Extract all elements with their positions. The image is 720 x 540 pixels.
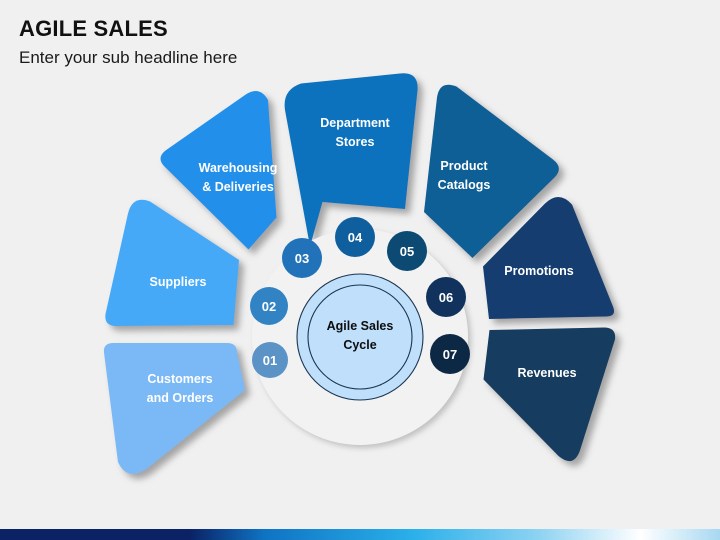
number-text-07: 07	[443, 347, 457, 362]
petal-promotions[interactable]: Promotions	[483, 196, 615, 319]
number-text-01: 01	[263, 353, 277, 368]
petal-customers-and-orders[interactable]: Customers and Orders	[103, 343, 245, 474]
petal-label-suppliers-line1: Suppliers	[150, 275, 207, 289]
number-bubble-05[interactable]: 05	[387, 231, 427, 271]
petal-warehousing-deliveries[interactable]: Warehousing & Deliveries	[160, 91, 277, 250]
number-text-02: 02	[262, 299, 276, 314]
hub-label-line2: Cycle	[343, 338, 376, 352]
number-bubble-group: 01 02 03 04 05 06	[250, 217, 470, 378]
petal-shape-customers	[103, 343, 245, 474]
number-text-06: 06	[439, 290, 453, 305]
hub-group[interactable]: Agile Sales Cycle	[296, 273, 424, 401]
petal-shape-department-stores	[284, 73, 418, 247]
petal-label-warehousing-line1: Warehousing	[199, 161, 278, 175]
number-circle-04	[335, 217, 375, 257]
number-bubble-06[interactable]: 06	[426, 277, 466, 317]
number-bubble-01[interactable]: 01	[252, 342, 288, 378]
petal-label-customers-line1: Customers	[147, 372, 212, 386]
petal-shape-product-catalogs	[424, 84, 559, 258]
petal-shape-warehousing	[160, 91, 277, 250]
number-text-04: 04	[348, 230, 363, 245]
number-circle-06	[426, 277, 466, 317]
petal-shape-promotions	[483, 196, 615, 319]
petal-label-catalogs-line1: Product	[440, 159, 488, 173]
petal-revenues[interactable]: Revenues	[483, 327, 616, 462]
petal-label-department-line2: Stores	[336, 135, 375, 149]
petal-label-warehousing-line2: & Deliveries	[202, 180, 274, 194]
number-text-05: 05	[400, 244, 414, 259]
number-circle-05	[387, 231, 427, 271]
number-bubble-04[interactable]: 04	[335, 217, 375, 257]
footer-segment-gradient	[190, 529, 720, 540]
hub-inner-circle	[307, 284, 413, 390]
petal-label-revenues-line1: Revenues	[517, 366, 576, 380]
number-circle-03	[282, 238, 322, 278]
petal-label-department-line1: Department	[320, 116, 390, 130]
petal-shape-revenues	[483, 327, 616, 462]
page-subtitle: Enter your sub headline here	[19, 48, 238, 67]
petal-group: Customers and Orders Suppliers Warehousi…	[103, 73, 616, 474]
number-bubble-03[interactable]: 03	[282, 238, 322, 278]
number-bubble-02[interactable]: 02	[250, 287, 288, 325]
footer-segment-navy	[0, 529, 190, 540]
footer-gradient-bar	[0, 529, 720, 540]
petal-department-stores[interactable]: Department Stores	[284, 73, 418, 247]
page-title: AGILE SALES	[19, 16, 168, 41]
petal-suppliers[interactable]: Suppliers	[105, 199, 239, 326]
petal-label-promotions-line1: Promotions	[504, 264, 573, 278]
petal-label-customers-line2: and Orders	[147, 391, 214, 405]
number-circle-01	[252, 342, 288, 378]
hub-label-line1: Agile Sales	[327, 319, 394, 333]
petal-shape-suppliers	[105, 199, 239, 326]
number-text-03: 03	[295, 251, 309, 266]
number-circle-02	[250, 287, 288, 325]
petal-label-catalogs-line2: Catalogs	[438, 178, 491, 192]
number-bubble-07[interactable]: 07	[430, 334, 470, 374]
number-circle-07	[430, 334, 470, 374]
petal-product-catalogs[interactable]: Product Catalogs	[424, 84, 559, 258]
